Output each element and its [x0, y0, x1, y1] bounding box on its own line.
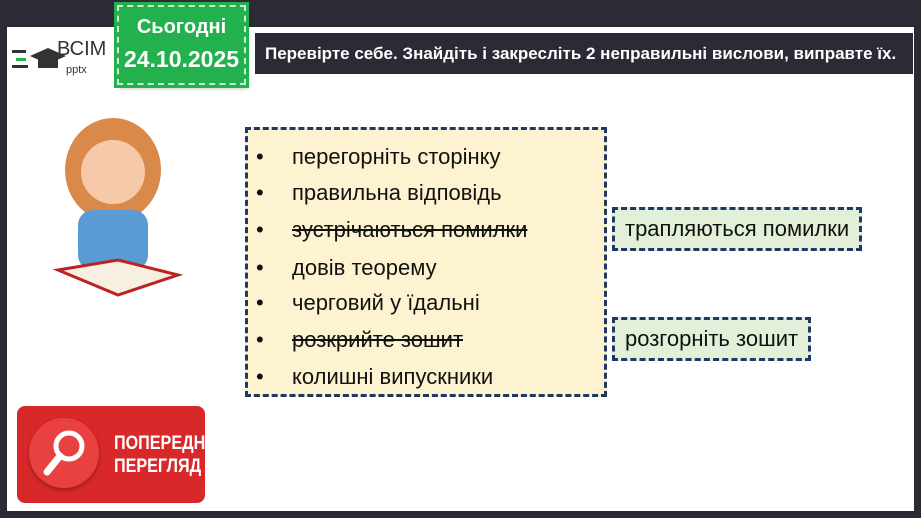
correction-box: трапляються помилки	[612, 207, 863, 251]
logo-text: ВСІМ	[57, 38, 107, 60]
slide-title-text: Перевірте себе. Знайдіть і закресліть 2 …	[265, 44, 897, 63]
list-item-struck: •зустрічаються помилки	[256, 217, 528, 242]
girl-reading-illustration	[52, 118, 184, 297]
list-item: •черговий у їдальні	[256, 290, 480, 315]
date-badge: Сьогодні 24.10.2025	[114, 2, 249, 88]
correction-box: розгорніть зошит	[612, 317, 812, 361]
preview-line1: ПОПЕРЕДНІЙ	[114, 433, 222, 454]
preview-line2: ПЕРЕГЛЯД	[114, 456, 202, 477]
date-label: Сьогодні	[136, 16, 227, 38]
list-item: •правильна відповідь	[256, 180, 502, 205]
list-item: •довів теорему	[256, 255, 437, 280]
list-item-struck: •розкрийте зошит	[256, 327, 464, 352]
slide-title: Перевірте себе. Знайдіть і закресліть 2 …	[255, 33, 913, 74]
phrase-list: •перегорніть сторінку •правильна відпові…	[245, 127, 607, 397]
date-value: 24.10.2025	[123, 46, 240, 72]
list-item: •колишні випускники	[256, 364, 494, 389]
magnifier-icon	[29, 418, 99, 488]
graduation-cap-icon	[12, 48, 66, 68]
list-item: •перегорніть сторінку	[256, 144, 501, 169]
logo-subtext: pptx	[66, 64, 87, 76]
